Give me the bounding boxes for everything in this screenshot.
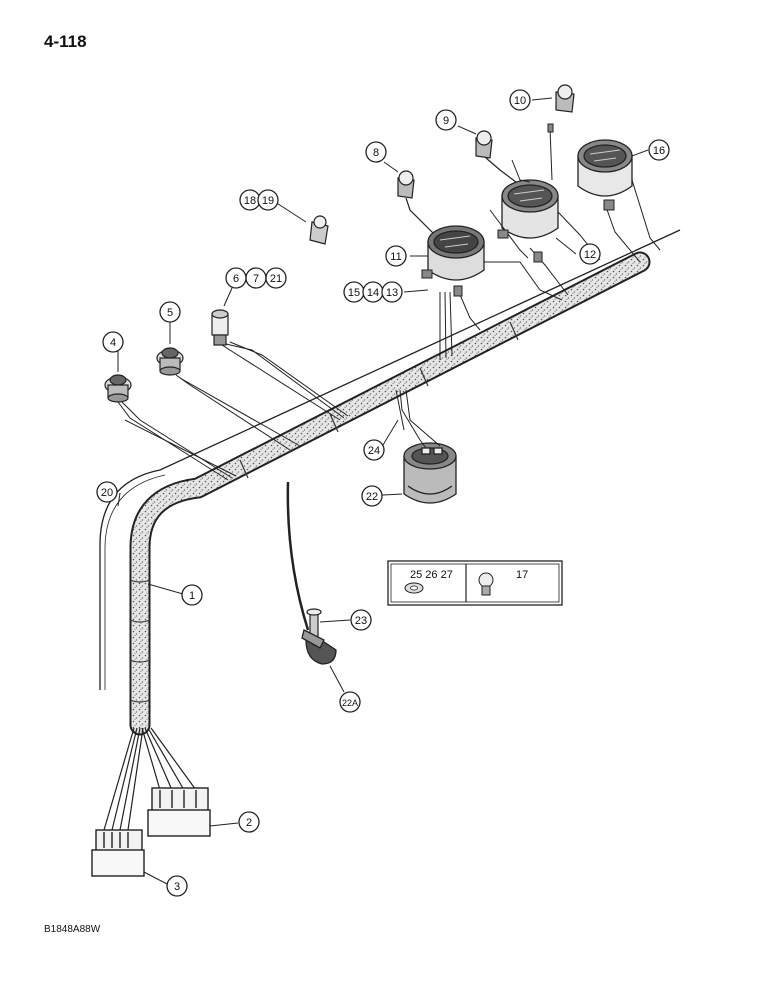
- callout-15: 15: [348, 287, 360, 299]
- clip-22a: [301, 629, 337, 665]
- alarm-22: [403, 442, 457, 504]
- callout-18: 18: [244, 195, 256, 207]
- callout-20: 20: [101, 487, 113, 499]
- connector-2: [147, 787, 211, 837]
- callout-21: 21: [270, 273, 282, 285]
- gauge-16: [577, 139, 633, 197]
- callout-6: 6: [233, 273, 239, 285]
- switch-6-7-21: [211, 309, 229, 346]
- lamp-8: [397, 170, 441, 241]
- callout-8: 8: [373, 147, 379, 159]
- callout-22a: 22A: [342, 698, 358, 708]
- screw-23: [306, 608, 322, 641]
- callout-10: 10: [514, 95, 526, 107]
- callout-5: 5: [167, 307, 173, 319]
- gauge-12: [501, 179, 559, 239]
- callout-12: 12: [584, 249, 596, 261]
- gauge-11: [427, 225, 485, 281]
- callout-13: 13: [386, 287, 398, 299]
- clip-wire: [286, 481, 310, 631]
- callout-2: 2: [246, 817, 252, 829]
- callout-14: 14: [367, 287, 379, 299]
- washer-icon: [404, 582, 424, 594]
- callout-19: 19: [262, 195, 274, 207]
- callout-16: 16: [653, 145, 665, 157]
- legend-right-label: 17: [516, 569, 528, 581]
- parts-legend-box: 25 26 27 17: [387, 560, 563, 606]
- connector-3: [91, 829, 145, 877]
- switch-5: [156, 347, 184, 376]
- page-number: 4-118: [44, 32, 87, 51]
- switch-4: [104, 374, 132, 403]
- lamp-18-19: [309, 215, 329, 245]
- callout-24: 24: [368, 445, 380, 457]
- callout-11: 11: [390, 251, 401, 263]
- callout-22: 22: [366, 491, 378, 503]
- callout-bubbles: [96, 89, 670, 897]
- connector-leads: [103, 727, 197, 831]
- callout-9: 9: [443, 115, 449, 127]
- terminals: [421, 123, 615, 297]
- harness-tape-bands: [129, 321, 519, 703]
- bulb-icon: [478, 572, 494, 596]
- legend-left-label: 25 26 27: [410, 569, 453, 581]
- lamp-10: [555, 84, 575, 113]
- callout-4: 4: [110, 337, 116, 349]
- figure-code: B1848A88W: [44, 924, 101, 935]
- callout-1: 1: [189, 590, 195, 602]
- callout-3: 3: [174, 881, 180, 893]
- callout-7: 7: [253, 273, 259, 285]
- callout-23: 23: [355, 615, 367, 627]
